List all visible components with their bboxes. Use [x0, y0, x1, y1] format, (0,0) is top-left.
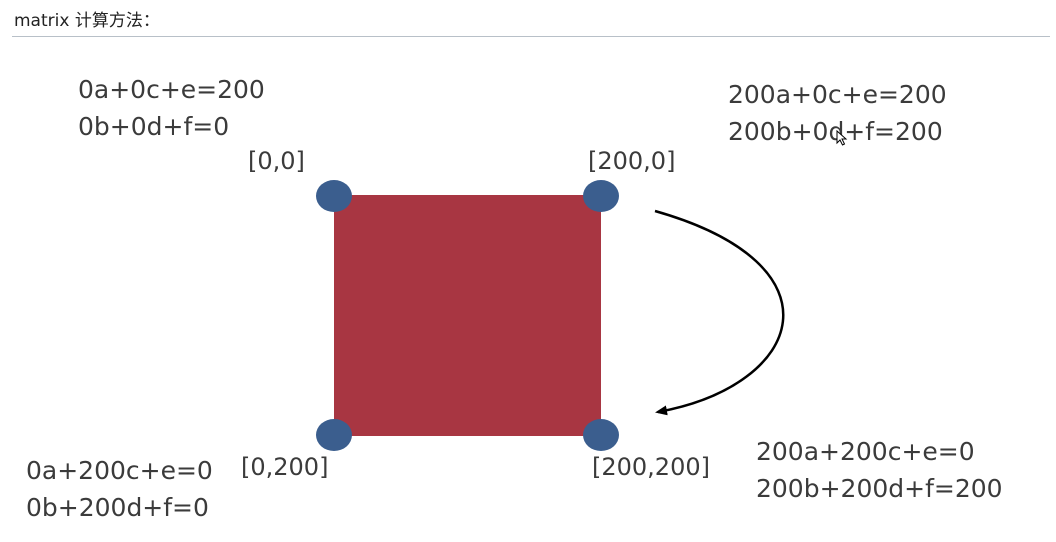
corner-label-bottom-right: [200,200] — [592, 453, 710, 481]
vertex-top-right — [583, 180, 619, 212]
vertex-bottom-right — [583, 419, 619, 451]
equation-bottom-left: 0a+200c+e=0 0b+200d+f=0 — [26, 452, 213, 526]
equation-line: 0a+200c+e=0 — [26, 456, 213, 485]
header-divider — [12, 36, 1050, 37]
equation-top-right: 200a+0c+e=200 200b+0d+f=200 — [728, 76, 947, 150]
equation-top-left: 0a+0c+e=200 0b+0d+f=0 — [78, 71, 265, 145]
equation-line: 0b+200d+f=0 — [26, 493, 209, 522]
rotation-arrow-curve — [654, 209, 785, 416]
corner-label-top-left: [0,0] — [248, 147, 305, 175]
mouse-pointer-icon — [836, 130, 848, 146]
equation-bottom-right: 200a+200c+e=0 200b+200d+f=200 — [756, 433, 1003, 507]
corner-label-top-right: [200,0] — [588, 147, 676, 175]
page-header: matrix 计算方法： — [14, 11, 160, 31]
transform-square — [334, 195, 601, 436]
corner-label-bottom-left: [0,200] — [241, 453, 329, 481]
equation-line: 200b+0d+f=200 — [728, 117, 943, 146]
equation-line: 200b+200d+f=200 — [756, 474, 1003, 503]
equation-line: 200a+0c+e=200 — [728, 80, 947, 109]
vertex-bottom-left — [316, 419, 352, 451]
equation-line: 200a+200c+e=0 — [756, 437, 975, 466]
vertex-top-left — [316, 180, 352, 212]
equation-line: 0b+0d+f=0 — [78, 112, 230, 141]
equation-line: 0a+0c+e=200 — [78, 75, 265, 104]
